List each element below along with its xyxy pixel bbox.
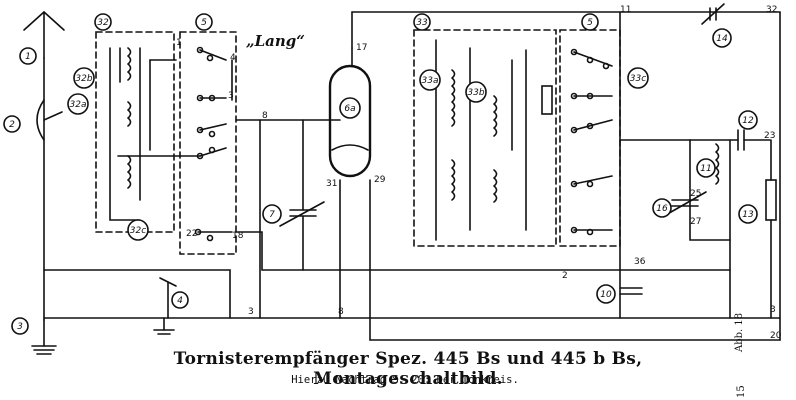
svg-text:18: 18 bbox=[232, 231, 244, 241]
coil-33a bbox=[451, 69, 456, 201]
svg-text:6a: 6a bbox=[344, 104, 355, 114]
svg-text:1: 1 bbox=[176, 38, 182, 48]
svg-text:10: 10 bbox=[600, 290, 612, 300]
coil-32b bbox=[119, 47, 132, 83]
svg-text:17: 17 bbox=[356, 43, 367, 53]
component-labels: 1 2 3 4 7 32b 32a 32c 33a 33b 33c 14 12 … bbox=[3, 13, 758, 335]
pin-numbers: 1 4 3 8 17 31 29 8 3 18 22 11 32 23 3 20… bbox=[176, 5, 782, 341]
antenna-switch-2 bbox=[36, 99, 63, 141]
svg-text:33a: 33a bbox=[422, 76, 439, 86]
svg-text:3: 3 bbox=[248, 307, 254, 317]
svg-text:11: 11 bbox=[620, 5, 631, 15]
wafer-switch-left bbox=[194, 46, 233, 242]
svg-text:25: 25 bbox=[690, 189, 701, 199]
svg-text:32b: 32b bbox=[75, 74, 92, 84]
resistor-block bbox=[541, 85, 553, 115]
wafer-switch-right bbox=[570, 48, 613, 236]
svg-text:2: 2 bbox=[9, 120, 15, 130]
svg-text:32: 32 bbox=[97, 18, 109, 28]
svg-text:22: 22 bbox=[186, 229, 197, 239]
svg-text:32: 32 bbox=[766, 5, 777, 15]
tube-6a bbox=[328, 47, 372, 178]
coil-32a bbox=[127, 101, 132, 189]
svg-text:5: 5 bbox=[201, 18, 207, 28]
svg-text:36: 36 bbox=[634, 257, 646, 267]
svg-text:8: 8 bbox=[262, 111, 268, 121]
svg-text:27: 27 bbox=[690, 217, 701, 227]
choke-13 bbox=[765, 139, 777, 319]
coil-box-32 bbox=[95, 31, 175, 233]
svg-text:3: 3 bbox=[770, 305, 776, 315]
svg-text:23: 23 bbox=[764, 131, 775, 141]
svg-text:20: 20 bbox=[770, 331, 782, 341]
antenna-symbol bbox=[23, 10, 65, 59]
svg-text:11: 11 bbox=[700, 164, 711, 174]
svg-text:33: 33 bbox=[416, 18, 428, 28]
svg-text:31: 31 bbox=[326, 179, 337, 189]
svg-text:33b: 33b bbox=[467, 88, 484, 98]
chassis-ground-symbol bbox=[153, 317, 175, 335]
diagram-subtitle: Hierzu Nachtrag S. 20: Der Tonkreis. bbox=[291, 374, 519, 386]
svg-text:14: 14 bbox=[716, 34, 728, 44]
svg-text:13: 13 bbox=[742, 210, 754, 220]
page-number: 15 bbox=[736, 385, 747, 398]
coil-11 bbox=[715, 143, 720, 185]
figure-marker: Abb. 18 bbox=[734, 312, 745, 352]
trimmer-capacitor-14 bbox=[701, 3, 725, 25]
svg-text:32c: 32c bbox=[130, 226, 146, 236]
svg-text:3: 3 bbox=[17, 322, 23, 332]
variable-capacitor-7 bbox=[279, 119, 325, 271]
range-label: „Lang“ bbox=[246, 32, 305, 50]
jack-4 bbox=[159, 277, 177, 319]
svg-text:4: 4 bbox=[230, 53, 236, 63]
svg-text:1: 1 bbox=[25, 52, 31, 62]
diagram-title: Tornisterempfänger Spez. 445 Bs und 445 … bbox=[173, 349, 643, 389]
coil-box-33 bbox=[413, 29, 557, 247]
coil-33b bbox=[493, 95, 498, 203]
svg-text:3: 3 bbox=[228, 91, 234, 101]
svg-text:16: 16 bbox=[656, 204, 668, 214]
svg-text:33c: 33c bbox=[630, 74, 646, 84]
svg-text:7: 7 bbox=[269, 210, 275, 220]
capacitor-10 bbox=[619, 287, 643, 295]
svg-text:2: 2 bbox=[562, 271, 568, 281]
variable-capacitor-16 bbox=[663, 191, 707, 217]
svg-text:4: 4 bbox=[177, 296, 183, 306]
svg-text:5: 5 bbox=[587, 18, 593, 28]
svg-text:29: 29 bbox=[374, 175, 386, 185]
earth-ground-symbol bbox=[31, 319, 57, 355]
svg-text:8: 8 bbox=[338, 307, 344, 317]
svg-text:32a: 32a bbox=[70, 100, 87, 110]
switch-box-5-left bbox=[179, 31, 237, 255]
svg-text:12: 12 bbox=[742, 116, 754, 126]
